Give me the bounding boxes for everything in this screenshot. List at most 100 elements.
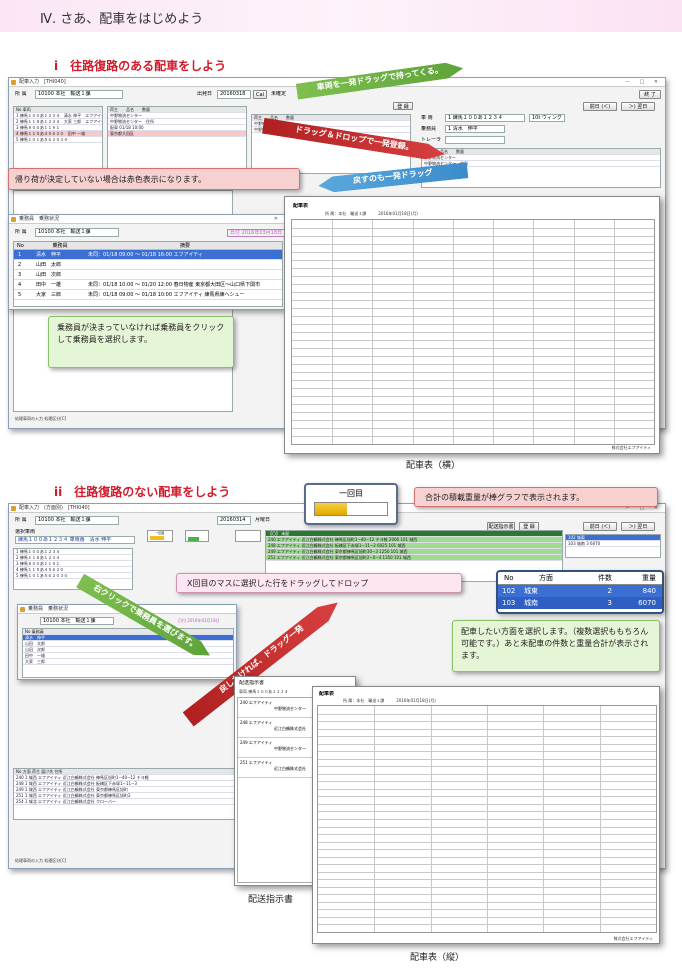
table-row[interactable]: 251 1 城西 エフアイティ 近江白鶴株式会社 東京都練馬区旭町2 [14, 793, 236, 799]
grid-line [292, 372, 654, 373]
driver-summary [88, 260, 282, 269]
callout-drop-text: X回目のマスに選択した行をドラッグしてドロップ [187, 579, 369, 588]
window-controls-icon[interactable]: － □ ✕ [624, 79, 662, 85]
direction-weight: 840 [642, 587, 656, 595]
prev-day-button[interactable]: 前日 (＜) [583, 102, 617, 111]
table-row[interactable]: 田中 一雄 [23, 653, 233, 659]
grid-line [543, 706, 545, 932]
list-item[interactable]: 4 練馬１１５あ４５６２０ [14, 567, 132, 573]
assigned-bottom-table[interactable]: No 方面 荷主 届け先 住所 240 1 城西 エフアイティ 近江白鶴株式会社… [13, 768, 237, 820]
driver-field[interactable]: 1 清水 伸平 [445, 125, 505, 133]
list-item[interactable]: 1 練馬１００あ１２３４ [14, 549, 132, 555]
app-icon [20, 607, 25, 612]
table-row[interactable]: 清水 伸平 [23, 635, 233, 641]
grid-line [292, 276, 654, 277]
table-row[interactable]: 中野物流センター [108, 113, 246, 119]
instruction-row-sub: 中野物流センター [274, 706, 306, 711]
driver-name: 山田 次郎 [36, 272, 62, 278]
office-field[interactable]: 10100 本社 輸送１課 [35, 90, 123, 99]
driver-office-field[interactable]: 10100 本社 輸送１課 [35, 228, 119, 237]
sheet-subtitle: 所 属：本社 輸送１課 2016年01月18日(月) [325, 211, 418, 216]
trip-gauge-3[interactable] [235, 530, 261, 542]
office-field-2[interactable]: 10100 本社 輸送１課 [35, 516, 119, 525]
driver-no: 5 [18, 292, 22, 298]
grid-line [374, 706, 376, 932]
bottom-table-header: No 方面 荷主 届け先 住所 [14, 769, 236, 775]
driver-table-header: No 乗務員 摘要 [14, 242, 282, 250]
next-day-button[interactable]: ＞) 翌日 [621, 102, 655, 111]
table-row[interactable]: 配車 01/18 10:00 [108, 125, 246, 131]
mini-name: 城東 [576, 535, 585, 540]
date-field-2[interactable]: 20160314 [217, 516, 251, 525]
table-row[interactable]: 中野物流センター 住所 [108, 119, 246, 125]
grid-line [292, 244, 654, 245]
grid-line [487, 706, 488, 932]
list-item[interactable]: 3 練馬８００あ１１９１ [14, 125, 102, 131]
table-row[interactable]: 山田 次郎 [23, 647, 233, 653]
dispatch-sheet-horizontal: 配車表 所 属：本社 輸送１課 2016年01月18日(月) 株式会社エフアイテ… [284, 196, 660, 454]
register-button[interactable]: 登 録 [393, 102, 413, 110]
list-item-red[interactable]: 4 練馬１１５あ４５６２０ 田中 一雄 [14, 131, 102, 137]
table-row[interactable]: 中野物流センター 住所 [422, 161, 660, 167]
direction-mini-row[interactable]: 102 城東 [566, 535, 660, 541]
vehicle-list-2[interactable]: 1 練馬１００あ１２３４ 2 練馬１１８あ１２３４ 3 練馬８００あ１１９１ 4… [13, 548, 133, 590]
date-field[interactable]: 20160318 [217, 90, 251, 99]
grid-line [292, 260, 654, 261]
table-row[interactable]: 東京都大田区 [108, 131, 246, 137]
date-badge-2: 日付 2016年03月18日 [178, 618, 220, 623]
load-gauge-label: 一回目 [339, 489, 363, 498]
instruction-row: 240 エフアイティ中野物流センター [238, 698, 354, 718]
table-row[interactable]: 248 エフアイティ 近江白鶴株式会社 板橋区下赤塚1−11−2 6025 10… [266, 543, 562, 549]
list-item[interactable]: 1 練馬１００あ１２３４ 清水 伸平 エフアイティ [14, 113, 102, 119]
grid-line [292, 316, 654, 317]
sheet-footer: 株式会社エフアイティ [611, 445, 651, 450]
table-row[interactable]: 240 エフアイティ 近江白鶴株式会社 練馬区旭町1−40−12 チヨ軽 200… [266, 537, 562, 543]
table-row[interactable]: 254 1 城北 エフアイティ 近江白鶴株式会社 クローバー [14, 799, 236, 805]
prev-day-button-2[interactable]: 前日 (＜) [583, 522, 617, 531]
table-row[interactable]: 249 1 城西 エフアイティ 近江白鶴株式会社 東京都練馬区旭町 [14, 787, 236, 793]
grid-line [292, 292, 654, 293]
selected-vehicle-field[interactable]: 練馬１００あ１２３４ 車両番 清水 伸平 [15, 536, 135, 544]
direction-mini-row[interactable]: 103 城南 3 6070 [566, 541, 660, 547]
trip-gauge-1[interactable]: 一回目 [147, 530, 173, 542]
mini-count: 3 [586, 541, 589, 546]
table-row[interactable]: 大家 三郎 [23, 659, 233, 665]
window-controls-icon[interactable]: － □ ✕ [624, 505, 662, 511]
calendar-button[interactable]: Cal [253, 90, 267, 99]
trip-gauge-2[interactable] [185, 530, 209, 542]
list-item[interactable]: 5 練馬１０１あ５６２０３０ [14, 137, 102, 143]
table-row[interactable]: 248 1 城西 エフアイティ 近江白鶴株式会社 板橋区下赤塚1−11−3 [14, 781, 236, 787]
office-label-2: 所 属 [15, 517, 27, 523]
driver-office-field-2[interactable]: 10100 本社 輸送１課 [40, 617, 114, 625]
callout-red-text: 帰り荷が決定していない場合は赤色表示になります。 [15, 175, 206, 184]
table-row[interactable]: 中野物流センター [422, 155, 660, 161]
app-icon [11, 506, 16, 511]
list-item[interactable]: 3 練馬８００あ１１９１ [14, 561, 132, 567]
next-day-button-2[interactable]: ＞) 翌日 [621, 522, 655, 531]
table-row[interactable]: 240 1 城西 エフアイティ 近江白鶴株式会社 練馬区旭町1−40−12 チヨ… [14, 775, 236, 781]
caption-horizontal: 配車表（横） [406, 461, 461, 471]
exit-button[interactable]: 終 了 [639, 90, 661, 99]
table-row[interactable]: 249 エフアイティ 近江白鶴株式会社 東京都練馬区旭町30−3 1250 10… [266, 549, 562, 555]
list-item[interactable]: 2 練馬１１８あ１２３４ [14, 555, 132, 561]
close-icon[interactable]: ✕ [273, 216, 282, 222]
table-row[interactable]: 251 エフアイティ 近江白鶴株式会社 東京都練馬区旭町2−0−4 1350 1… [266, 555, 562, 561]
grid-line [292, 388, 654, 389]
table-row[interactable]: 山田 太郎 [23, 641, 233, 647]
list-item[interactable]: 5 練馬１０１あ５６２０３０ [14, 573, 132, 579]
app-icon [11, 80, 16, 85]
trailer-field[interactable] [445, 136, 505, 144]
direction-mini-table[interactable]: 102 城東 103 城南 3 6070 [565, 534, 661, 558]
vehicle-field[interactable]: 1 練馬１００あ１２３４ [445, 114, 525, 122]
list-item[interactable]: 2 練馬１１８あ１２３４ 大家 三郎 エフアイティ [14, 119, 102, 125]
status-bar-text-2: 処理車両の入力 処理区分[C] [15, 858, 67, 863]
